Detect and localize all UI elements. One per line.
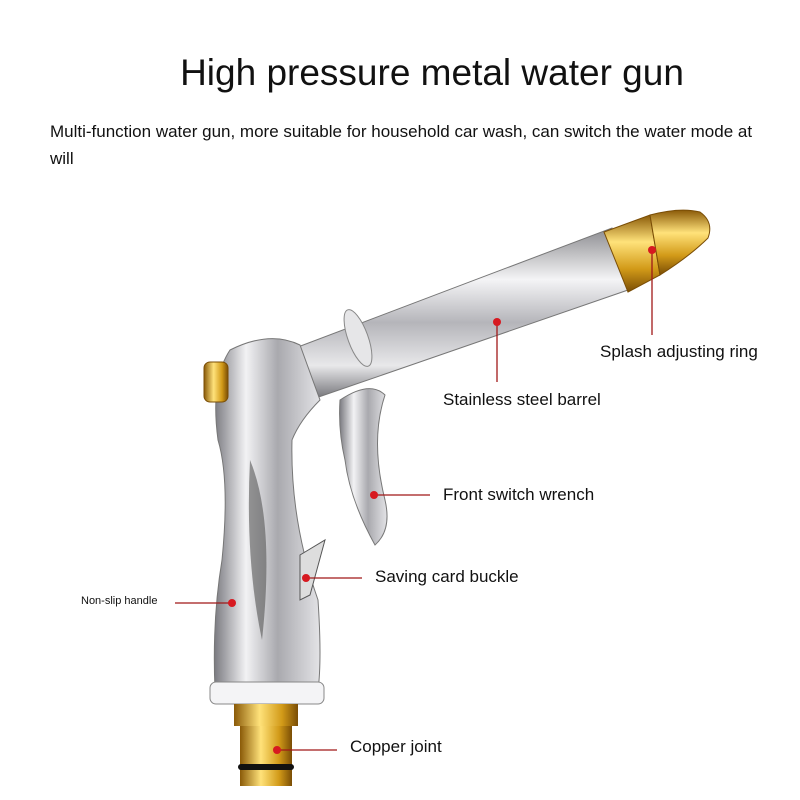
marker-dots: [228, 246, 656, 754]
label-splash-ring: Splash adjusting ring: [600, 342, 758, 361]
label-barrel: Stainless steel barrel: [443, 390, 601, 409]
page-title: High pressure metal water gun: [180, 52, 684, 93]
brass-nozzle: [603, 209, 711, 293]
barrel: [289, 227, 629, 401]
label-copper-joint: Copper joint: [350, 737, 442, 756]
label-handle: Non-slip handle: [81, 595, 158, 607]
rear-knob: [203, 361, 229, 403]
copper-joint: [234, 704, 298, 786]
gun-body: [209, 338, 325, 705]
label-saving-buckle: Saving card buckle: [375, 567, 519, 586]
saving-card-buckle: [299, 538, 326, 601]
label-front-switch: Front switch wrench: [443, 485, 595, 504]
subtitle: Multi-function water gun, more suitable …: [50, 122, 753, 168]
leader-lines: [175, 250, 653, 751]
trigger: [339, 388, 388, 546]
